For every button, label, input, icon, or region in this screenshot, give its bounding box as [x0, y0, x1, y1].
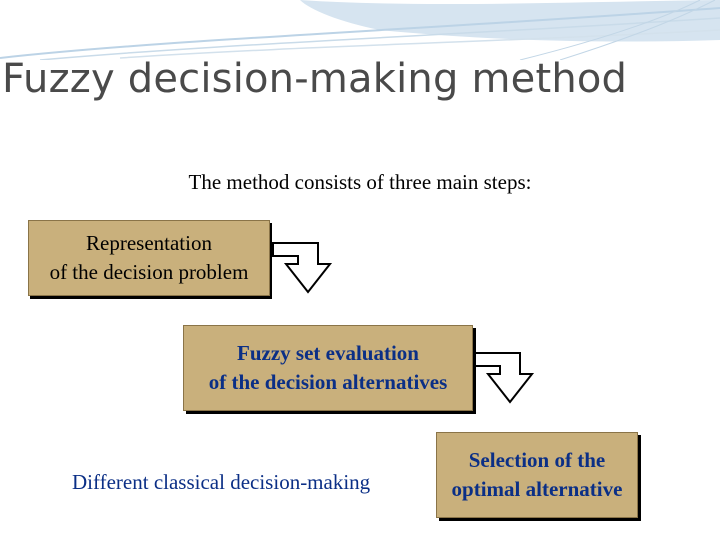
- step-2-line-2: of the decision alternatives: [208, 370, 448, 394]
- step-3-line-2: optimal alternative: [451, 477, 623, 501]
- step-1-box: Representation of the decision problem: [28, 220, 270, 296]
- step-1-line-1: Representation: [86, 231, 212, 255]
- step-2-box: Fuzzy set evaluation of the decision alt…: [183, 325, 473, 411]
- bent-arrow-icon-1: [272, 242, 333, 294]
- step-3-box: Selection of the optimal alternative: [436, 432, 638, 518]
- step-3-line-1: Selection of the: [468, 448, 606, 472]
- classical-methods-label: Different classical decision-making: [72, 470, 371, 494]
- step-2-line-1: Fuzzy set evaluation: [237, 341, 419, 365]
- slide-subtitle: The method consists of three main steps:: [188, 170, 532, 194]
- bent-arrow-icon-2: [474, 352, 535, 404]
- step-1-line-2: of the decision problem: [49, 260, 249, 284]
- header-swoosh-decoration: [0, 0, 720, 60]
- slide-title: Fuzzy decision-making method: [2, 56, 628, 102]
